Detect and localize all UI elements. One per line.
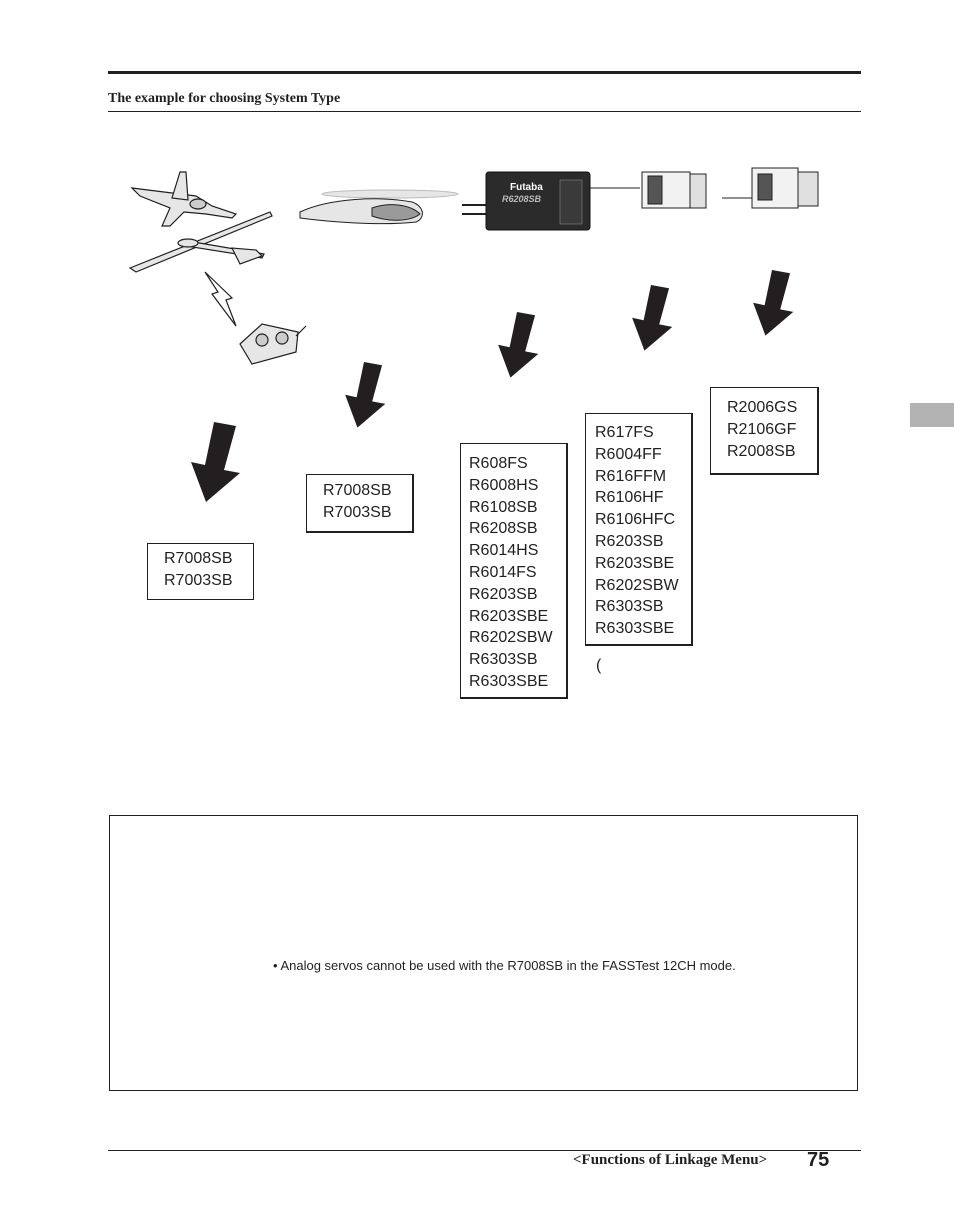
- list-item: R6008HS: [469, 476, 539, 494]
- radio-link-icon: [204, 271, 237, 327]
- receiver-brand: Futaba: [510, 182, 543, 193]
- list-item: R608FS: [469, 455, 528, 472]
- down-arrow-icon: [345, 362, 386, 428]
- list-item: R6203SB: [469, 585, 538, 603]
- list-item: R6303SBE: [469, 672, 549, 690]
- small-receiver-illustration: [641, 171, 707, 209]
- list-item: R7008SB: [323, 482, 392, 499]
- list-item: R2008SB: [727, 442, 796, 460]
- list-item: R6014HS: [469, 542, 539, 560]
- airplane-illustration: [130, 171, 238, 227]
- list-item: R6106HFC: [595, 511, 676, 529]
- list-item: R2106GF: [727, 420, 797, 438]
- list-item: R6004FF: [595, 445, 662, 463]
- chapter-side-tab: [910, 403, 954, 427]
- receiver-model: R6208SB: [502, 194, 542, 204]
- list-item: R6303SB: [595, 598, 664, 616]
- list-item: R6208SB: [469, 520, 538, 538]
- list-item: R6014FS: [469, 563, 537, 581]
- list-item: R6203SBE: [469, 607, 549, 625]
- top-rule: [108, 71, 861, 74]
- list-item: R616FFM: [595, 467, 667, 485]
- helicopter-illustration: [299, 189, 459, 225]
- page-number: 75: [807, 1149, 830, 1171]
- down-arrow-icon: [753, 270, 794, 336]
- list-item: R7003SB: [323, 503, 392, 521]
- list-item: R7003SB: [164, 571, 233, 589]
- title-underline: [108, 111, 861, 112]
- glider-illustration: [128, 211, 273, 273]
- note-box: [109, 815, 858, 1091]
- footer-rule: [108, 1150, 861, 1151]
- receiver-list-helicopter: R7008SB R7003SB: [306, 474, 414, 533]
- transmitter-illustration: [239, 323, 307, 365]
- list-item: R6303SBE: [595, 620, 675, 638]
- list-item: R6202SBW: [595, 576, 679, 594]
- list-item: R2006GS: [727, 399, 798, 416]
- list-item: R617FS: [595, 424, 654, 441]
- note-bullet: • Analog servos cannot be used with the …: [273, 958, 736, 973]
- down-arrow-icon: [191, 422, 240, 502]
- receiver-list-airplane-glider: R7008SB R7003SB: [147, 543, 254, 600]
- list-item: R6303SB: [469, 651, 538, 669]
- receiver-list-fasst-multi: R608FS R6008HS R6108SB R6208SB R6014HS R…: [460, 443, 568, 699]
- list-item: R7008SB: [164, 550, 233, 567]
- list-item: R6203SBE: [595, 554, 675, 572]
- receiver-illustration: Futaba R6208SB: [462, 171, 640, 231]
- list-item: R6108SB: [469, 498, 538, 516]
- down-arrow-icon: [498, 312, 539, 378]
- section-title: The example for choosing System Type: [108, 91, 341, 106]
- list-item: R6106HF: [595, 489, 664, 507]
- down-arrow-icon: [632, 285, 673, 351]
- mini-receiver-illustration: [722, 167, 819, 209]
- receiver-list-fasst-7ch: R617FS R6004FF R616FFM R6106HF R6106HFC …: [585, 413, 693, 646]
- list-item: R6203SB: [595, 532, 664, 550]
- list-item: R6202SBW: [469, 629, 553, 647]
- paren-mark: (: [596, 657, 602, 674]
- receiver-list-s-fhss: R2006GS R2106GF R2008SB: [710, 387, 819, 475]
- footer-chapter-label: <Functions of Linkage Menu>: [573, 1152, 768, 1168]
